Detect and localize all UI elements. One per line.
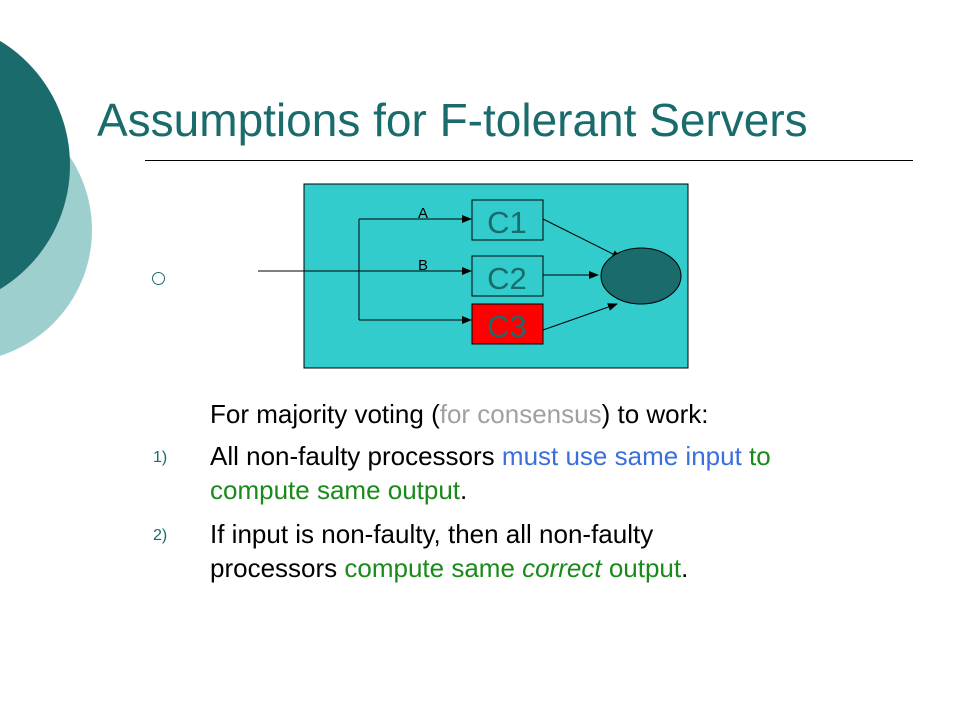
item-1-highlight-output: compute same output bbox=[210, 475, 461, 505]
voter-ellipse bbox=[600, 247, 682, 305]
processor-c3-label: C3 bbox=[487, 309, 527, 344]
intro-end: ) to work: bbox=[601, 399, 709, 429]
intro-text: For majority voting ( bbox=[210, 399, 440, 429]
bullet-ring-icon bbox=[152, 272, 165, 285]
processor-c3-box-faulty bbox=[471, 303, 544, 345]
processor-c2-box bbox=[471, 255, 544, 297]
item-2-processors: processors bbox=[210, 553, 345, 583]
arrow-c1-to-voter bbox=[542, 218, 622, 259]
item-1-line-2: compute same output. bbox=[210, 474, 467, 506]
item-1-line-1: All non-faulty processors must use same … bbox=[210, 440, 771, 472]
intro-consensus: for consensus bbox=[439, 399, 602, 429]
label-a: A bbox=[418, 205, 428, 222]
item-1-highlight-input: must use same input bbox=[501, 441, 742, 471]
arrow-c3-to-voter bbox=[542, 303, 618, 331]
item-2-output: output bbox=[601, 553, 682, 583]
item-2-highlight-compute: compute same bbox=[344, 553, 523, 583]
dark-circle-shape bbox=[0, 40, 70, 290]
processor-c1-box bbox=[471, 199, 544, 241]
item-2-correct: correct bbox=[522, 553, 602, 583]
item-2-line-2: processors compute same correct output. bbox=[210, 552, 688, 584]
title-divider bbox=[145, 160, 913, 161]
label-b: B bbox=[418, 257, 428, 274]
intro-line: For majority voting (for consensus) to w… bbox=[210, 398, 709, 430]
processor-c2-label: C2 bbox=[487, 261, 527, 296]
processor-c1-label: C1 bbox=[487, 205, 527, 240]
slide-title: Assumptions for F-tolerant Servers bbox=[97, 94, 808, 146]
item-2-line-1: If input is non-faulty, then all non-fau… bbox=[210, 519, 654, 549]
item-1-to: to bbox=[741, 441, 771, 471]
item-1-period: . bbox=[460, 475, 468, 505]
item-1-text: All non-faulty processors bbox=[210, 441, 502, 471]
item-1-number: 1) bbox=[153, 449, 168, 466]
item-2-number: 2) bbox=[153, 527, 168, 544]
item-2-period: . bbox=[681, 553, 689, 583]
